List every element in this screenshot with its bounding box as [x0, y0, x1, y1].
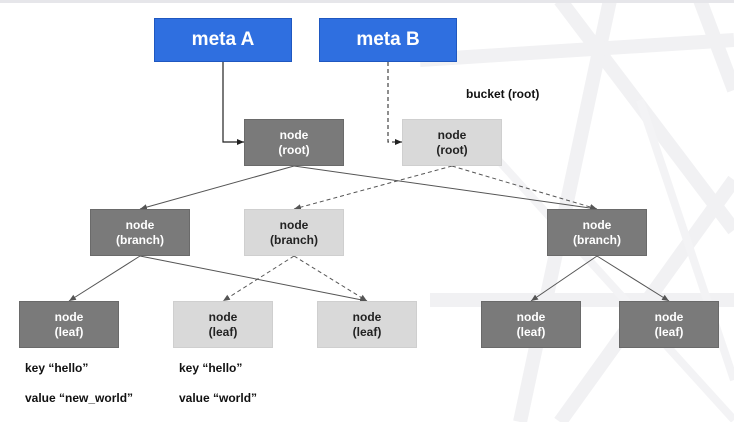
node-title: node	[208, 309, 238, 324]
edge-branch2-leaf3	[293, 255, 368, 302]
edge-branch2-leaf2	[222, 255, 295, 302]
node-title: node	[352, 309, 382, 324]
node-title: node	[54, 309, 84, 324]
kv-mid-value: value “world”	[179, 391, 258, 405]
node-type: (root)	[436, 142, 468, 157]
node-type: (root)	[278, 142, 310, 157]
node-leaf-4: node (leaf)	[481, 301, 581, 348]
node-leaf-2: node (leaf)	[173, 301, 273, 348]
node-branch-2: node (branch)	[244, 209, 344, 256]
node-type: (leaf)	[654, 324, 684, 339]
node-type: (branch)	[116, 232, 164, 247]
node-type: (leaf)	[54, 324, 84, 339]
meta-b-box: meta B	[319, 18, 457, 62]
edge-metaA-rootA	[222, 62, 244, 145]
node-type: (branch)	[270, 232, 318, 247]
node-title: node	[516, 309, 546, 324]
node-title: node	[654, 309, 684, 324]
node-title: node	[279, 217, 309, 232]
node-type: (leaf)	[516, 324, 546, 339]
edge-branch3-leaf4	[530, 255, 598, 302]
edge-branch1-leaf3	[139, 255, 368, 303]
node-branch-1: node (branch)	[90, 209, 190, 256]
node-title: node	[582, 217, 612, 232]
top-border	[0, 0, 734, 3]
node-type: (branch)	[573, 232, 621, 247]
edge-rootA-branch1	[139, 165, 295, 211]
edge-branch1-leaf1	[68, 255, 141, 302]
node-leaf-5: node (leaf)	[619, 301, 719, 348]
edge-rootB-branch3	[451, 165, 598, 210]
node-title: node	[437, 127, 467, 142]
edge-rootA-branch3	[293, 165, 598, 211]
node-type: (leaf)	[208, 324, 238, 339]
node-leaf-3: node (leaf)	[317, 301, 417, 348]
node-leaf-1: node (leaf)	[19, 301, 119, 348]
node-root-b: node (root)	[402, 119, 502, 166]
node-title: node	[125, 217, 155, 232]
edge-metaB-rootB	[387, 62, 402, 145]
node-type: (leaf)	[352, 324, 382, 339]
kv-left-value: value “new_world”	[25, 391, 134, 405]
node-branch-3: node (branch)	[547, 209, 647, 256]
node-title: node	[279, 127, 309, 142]
edge-branch3-leaf5	[596, 255, 670, 302]
edge-rootB-branch2	[293, 165, 453, 211]
kv-left-key: key “hello”	[25, 361, 89, 375]
kv-mid-key: key “hello”	[179, 361, 243, 375]
meta-a-box: meta A	[154, 18, 292, 62]
bucket-label: bucket (root)	[466, 87, 540, 101]
node-root-a: node (root)	[244, 119, 344, 166]
